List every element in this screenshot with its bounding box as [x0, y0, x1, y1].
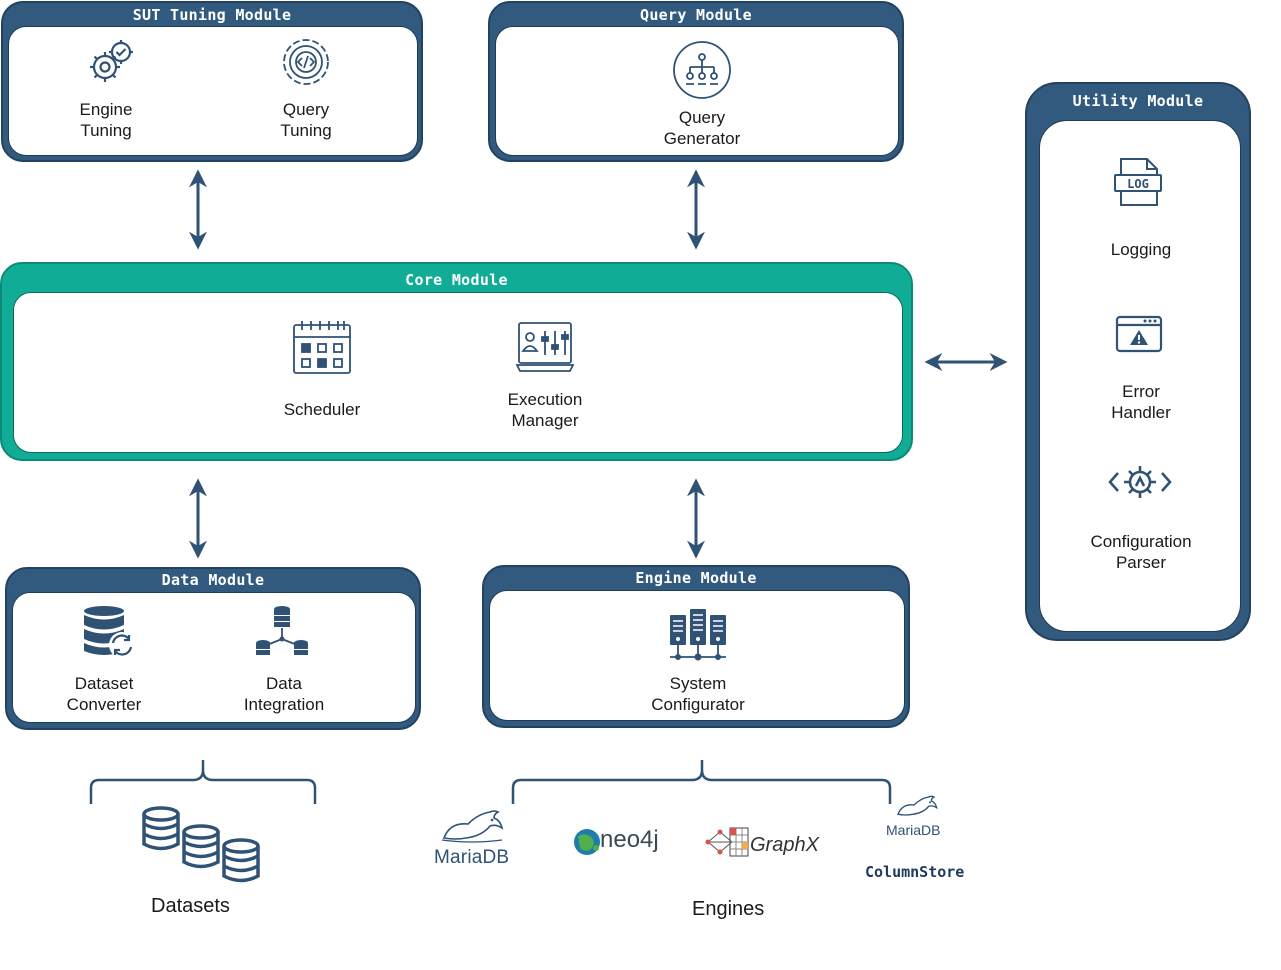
database-network-icon: [256, 606, 308, 655]
module-body: Scheduler Execution Manager: [13, 292, 903, 453]
engines-label: Engines: [692, 898, 765, 920]
data-module: Data Module Dataset Converter: [5, 567, 421, 730]
monitor-control-icon: [515, 322, 575, 372]
configuration-parser-label: Configuration Parser: [1090, 532, 1192, 572]
gear-check-icon: [90, 40, 133, 82]
utility-module: Utility Module LOG Logging Error Handler: [1025, 82, 1251, 641]
module-title: SUT Tuning Module: [132, 6, 292, 24]
sut-tuning-module: SUT Tuning Module Engine Tuning Query Tu…: [1, 1, 423, 162]
module-title: Data Module: [161, 571, 265, 589]
engines-brace: [511, 760, 892, 804]
neo4j-logo-text: neo4j: [600, 826, 659, 853]
module-body: Query Generator: [495, 26, 899, 156]
engine-tuning-label: Engine Tuning: [79, 100, 133, 140]
mariadb-logo-text: MariaDB: [434, 847, 510, 868]
calendar-icon: [293, 321, 351, 374]
database-stack-icon: [142, 806, 260, 883]
core-module: Core Module Scheduler: [0, 262, 913, 461]
log-icon-text: LOG: [1127, 177, 1149, 191]
neo4j-logo: neo4j: [570, 824, 670, 860]
module-body: Engine Tuning Query Tuning: [8, 26, 418, 156]
query-module: Query Module Query Generator: [488, 1, 904, 162]
execution-manager-label: Execution Manager: [507, 390, 583, 430]
log-file-icon: LOG: [1114, 158, 1162, 206]
datasets-label: Datasets: [151, 895, 230, 917]
mariadb-columnstore-logo: MariaDB: [884, 794, 954, 842]
database-sync-icon: [84, 606, 135, 658]
module-body: Dataset Converter Data Integration: [12, 592, 416, 723]
module-title: Query Module: [640, 6, 752, 24]
graphx-logo-text: GraphX: [750, 834, 819, 856]
code-gear-icon: [1108, 466, 1172, 498]
query-generator-label: Query Generator: [663, 108, 741, 148]
logging-label: Logging: [1110, 240, 1172, 259]
query-tuning-label: Query Tuning: [280, 100, 332, 140]
engine-module: Engine Module System Configurator: [482, 565, 910, 728]
mariadb-small-logo-text: MariaDB: [886, 822, 941, 838]
module-title: Core Module: [405, 271, 508, 289]
error-handler-label: Error Handler: [1111, 382, 1171, 422]
scheduler-label: Scheduler: [283, 400, 361, 419]
datasets-brace: [89, 760, 317, 804]
mariadb-logo: MariaDB: [432, 810, 522, 870]
dataset-converter-label: Dataset Converter: [66, 674, 142, 714]
columnstore-label: ColumnStore: [865, 863, 965, 881]
module-body: LOG Logging Error Handler Configuration …: [1039, 120, 1241, 632]
module-body: System Configurator: [489, 590, 905, 721]
module-title: Engine Module: [635, 569, 757, 587]
server-rack-icon: [670, 609, 726, 661]
warning-window-icon: [1115, 315, 1163, 353]
system-configurator-label: System Configurator: [651, 674, 745, 714]
graphx-logo: GraphX: [704, 826, 824, 860]
code-gear-icon: [283, 39, 329, 85]
data-integration-label: Data Integration: [243, 674, 325, 714]
module-title: Utility Module: [1072, 92, 1204, 110]
hierarchy-icon: [673, 41, 731, 99]
